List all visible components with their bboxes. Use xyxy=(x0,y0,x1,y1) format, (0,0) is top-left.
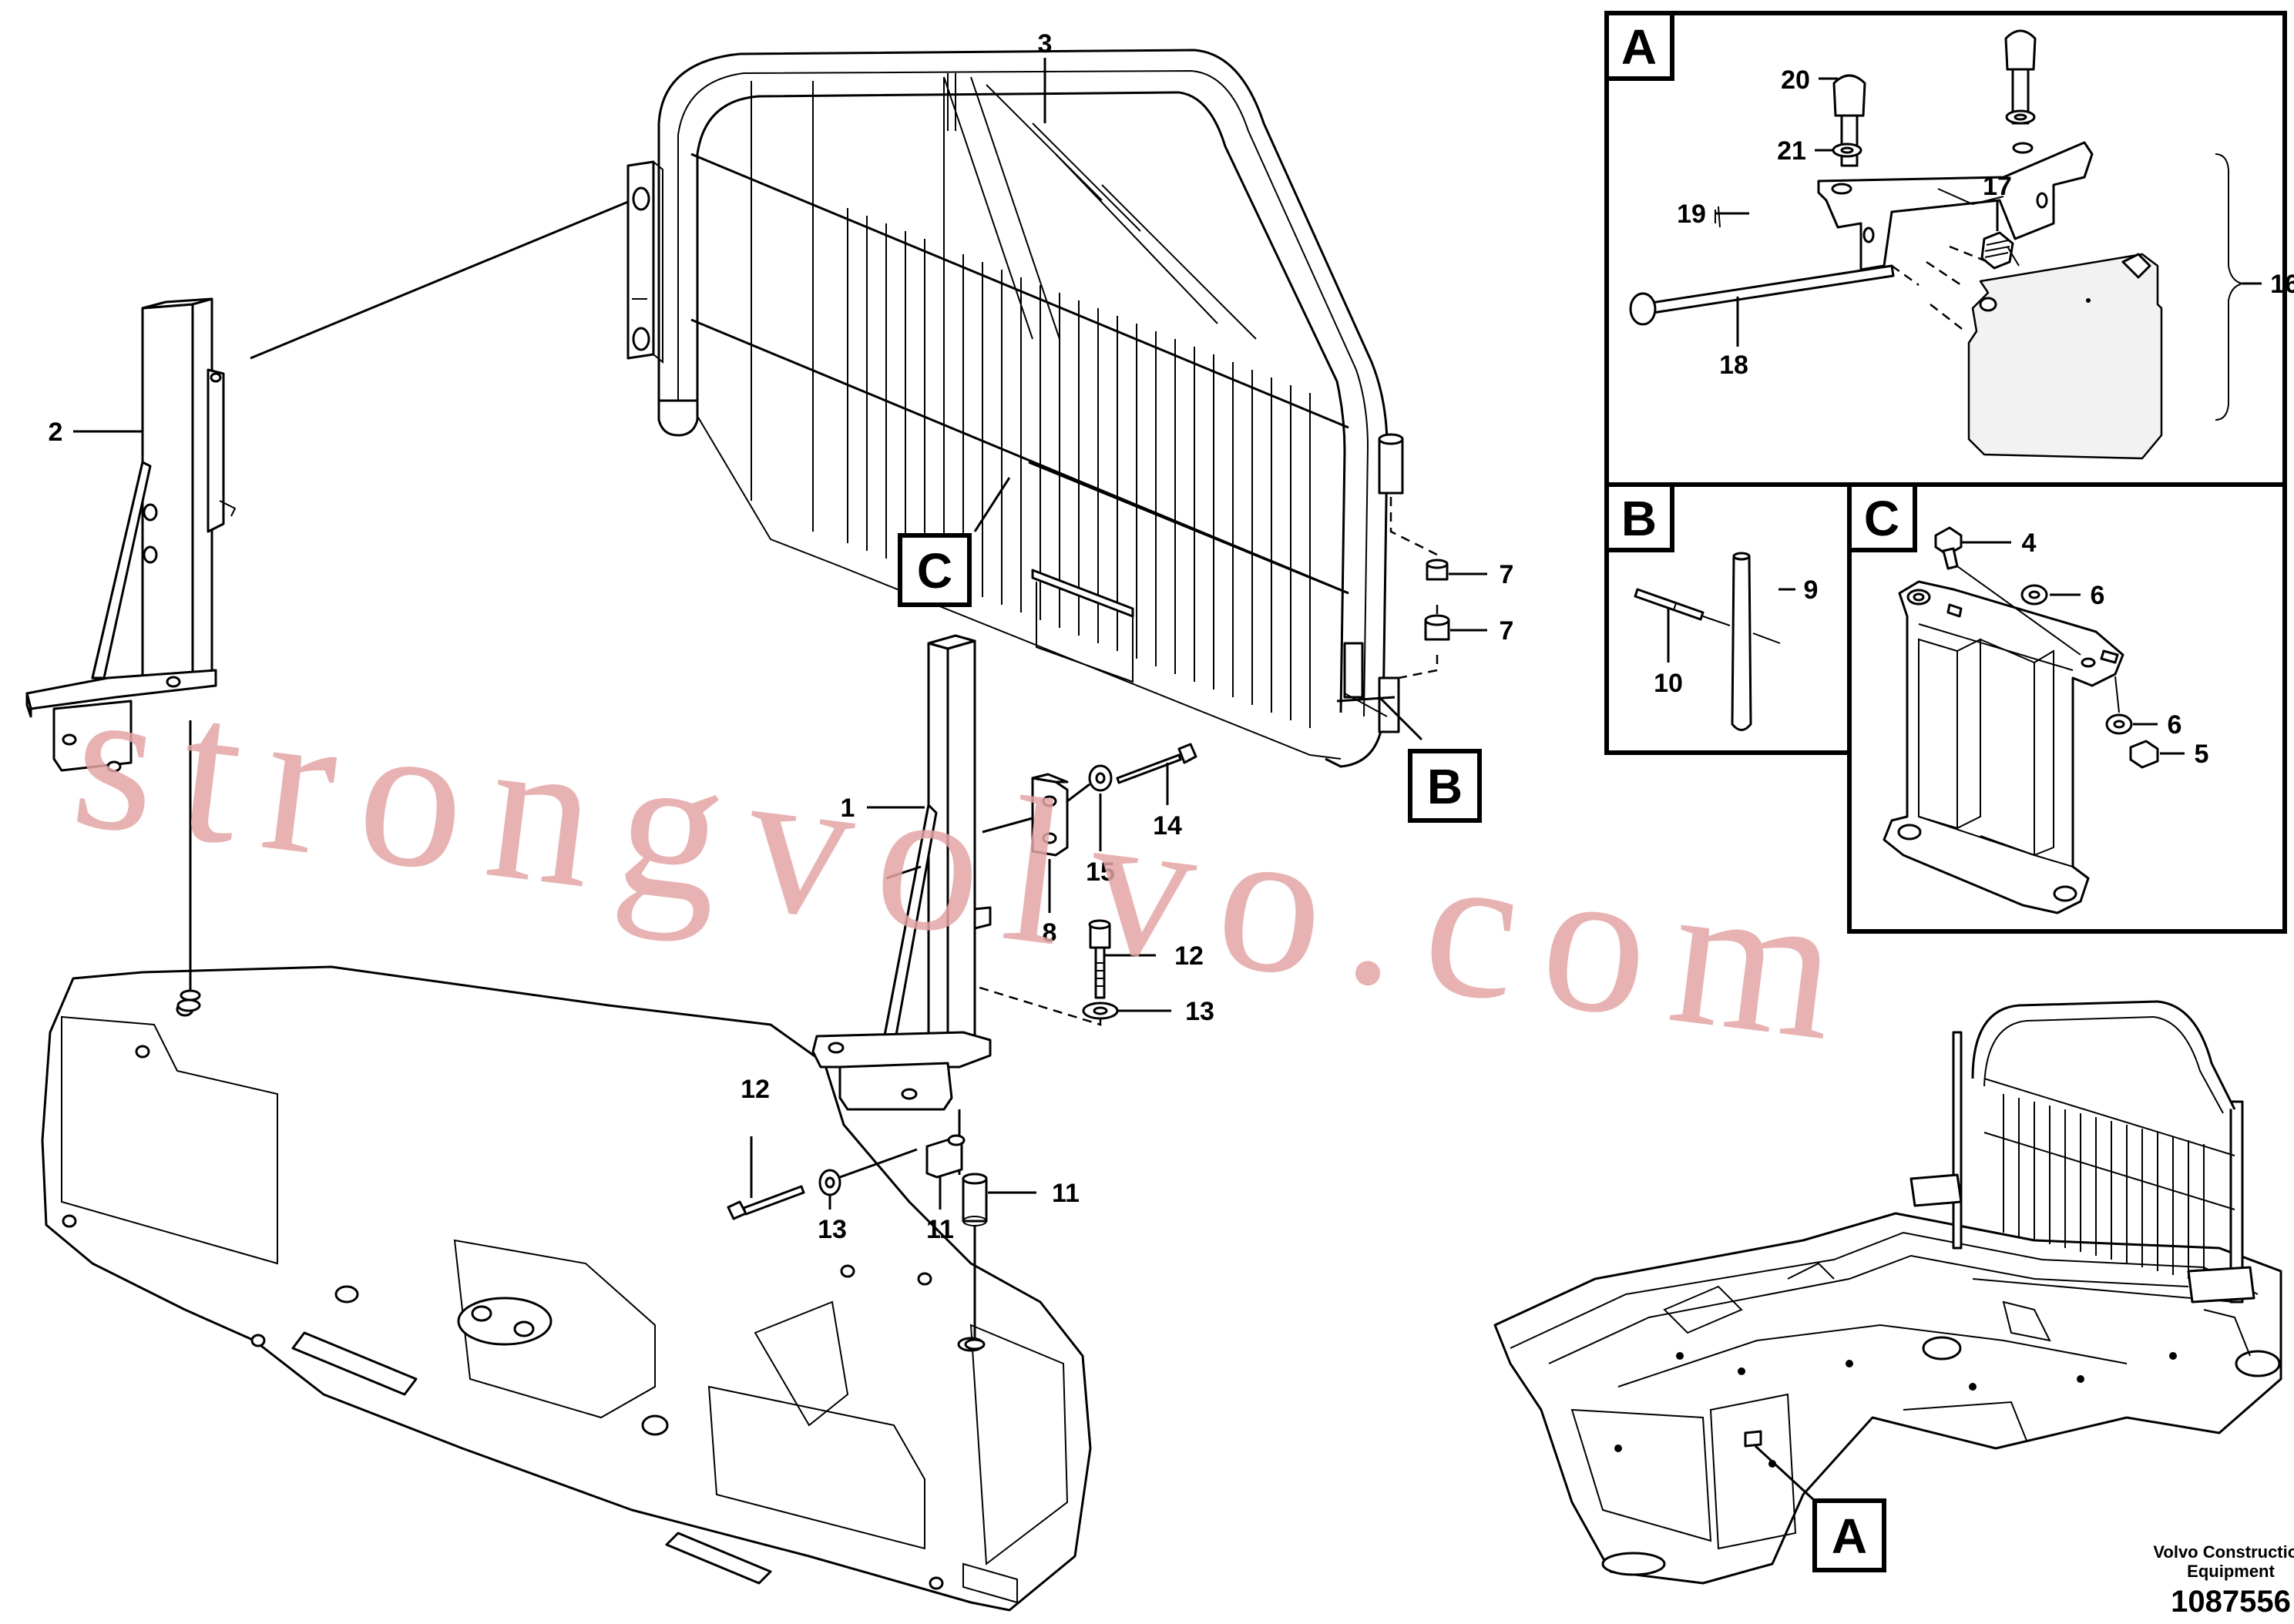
grille-bars xyxy=(751,73,1311,728)
detail-box-A xyxy=(1604,11,2287,487)
stand-2 xyxy=(25,297,237,773)
axle-housing xyxy=(41,965,1092,1612)
callout-12-lower: 12 xyxy=(741,1075,770,1104)
callout-13-lower: 13 xyxy=(818,1215,847,1244)
callout-16: 16 xyxy=(2270,270,2294,299)
machine-frame-overview xyxy=(1493,1000,2282,1585)
brand-line1: Volvo Construction xyxy=(2153,1542,2294,1562)
callout-leaders xyxy=(73,58,2262,1210)
bolt-12-upper xyxy=(1088,919,1111,999)
dash-A-plate xyxy=(1930,304,1966,332)
washer-13-lower xyxy=(818,1169,841,1196)
callout-8: 8 xyxy=(1043,918,1057,948)
bushing-7b xyxy=(1424,614,1450,641)
stand-1 xyxy=(811,634,992,1111)
label-A-ref: A xyxy=(1832,1508,1867,1564)
brand-line2: Equipment xyxy=(2187,1562,2275,1581)
callout-numbers: 3 2 1 8 15 14 12 13 12 13 11 11 7 7 20 2… xyxy=(49,29,2294,1244)
label-B-ref: B xyxy=(1427,759,1463,814)
callout-11-upper: 11 xyxy=(926,1215,954,1244)
detail-box-B xyxy=(1604,482,1852,755)
leader-stand1-left xyxy=(885,865,922,880)
leader-frame-A xyxy=(1754,1444,1816,1502)
callout-15: 15 xyxy=(1086,857,1115,887)
callout-20: 20 xyxy=(1781,65,1810,95)
footer: Volvo Construction Equipment 1087556 xyxy=(2153,1542,2294,1619)
callout-12-upper: 12 xyxy=(1174,941,1204,971)
dash-bolt12-stand1 xyxy=(974,985,1102,1026)
mini-grille-bars xyxy=(1983,1078,2235,1283)
bolt-12-lower xyxy=(727,1185,805,1220)
leader-washer13-stand1 xyxy=(839,1148,918,1179)
callout-6-upper: 6 xyxy=(2091,581,2105,610)
callout-10: 10 xyxy=(1654,669,1683,698)
bushing-7a xyxy=(1426,559,1449,581)
dash-A-pin xyxy=(1891,245,1989,287)
callout-19: 19 xyxy=(1677,200,1706,229)
callout-11-lower: 11 xyxy=(1052,1179,1080,1208)
bushing-11-upper xyxy=(925,1134,966,1179)
callout-14: 14 xyxy=(1153,811,1182,841)
callout-9: 9 xyxy=(1804,575,1819,605)
label-C-inset: C xyxy=(1864,491,1899,546)
callout-21: 21 xyxy=(1777,136,1806,166)
label-B-inset: B xyxy=(1621,491,1657,546)
label-C-ref: C xyxy=(917,543,952,599)
callout-4: 4 xyxy=(2022,528,2037,558)
callout-3: 3 xyxy=(1038,29,1053,59)
label-A-inset: A xyxy=(1621,19,1657,75)
leader-clamp-washer xyxy=(1066,783,1090,803)
clamp-8 xyxy=(1031,773,1069,857)
callout-5: 5 xyxy=(2195,740,2209,769)
callout-1: 1 xyxy=(841,794,855,823)
guard-grille-3 xyxy=(626,49,1404,768)
bolt-14 xyxy=(1116,743,1197,784)
callout-2: 2 xyxy=(49,418,63,447)
callout-18: 18 xyxy=(1719,351,1748,380)
washer-13-upper xyxy=(1082,1002,1119,1020)
leader-stand1-clamp xyxy=(982,817,1033,834)
callout-13-upper: 13 xyxy=(1185,997,1214,1026)
callout-7-lower: 7 xyxy=(1500,616,1514,646)
bushing-11-lower xyxy=(962,1173,988,1226)
detail-box-C xyxy=(1847,482,2287,934)
drawing-number: 1087556 xyxy=(2171,1585,2291,1619)
washer-15 xyxy=(1088,764,1113,792)
leader-stand2-guard xyxy=(250,200,629,360)
detail-labels: A B C C B A xyxy=(898,19,1899,1572)
callout-6-lower: 6 xyxy=(2168,710,2182,740)
callout-17: 17 xyxy=(1983,172,2012,201)
callout-7-upper: 7 xyxy=(1500,560,1514,589)
